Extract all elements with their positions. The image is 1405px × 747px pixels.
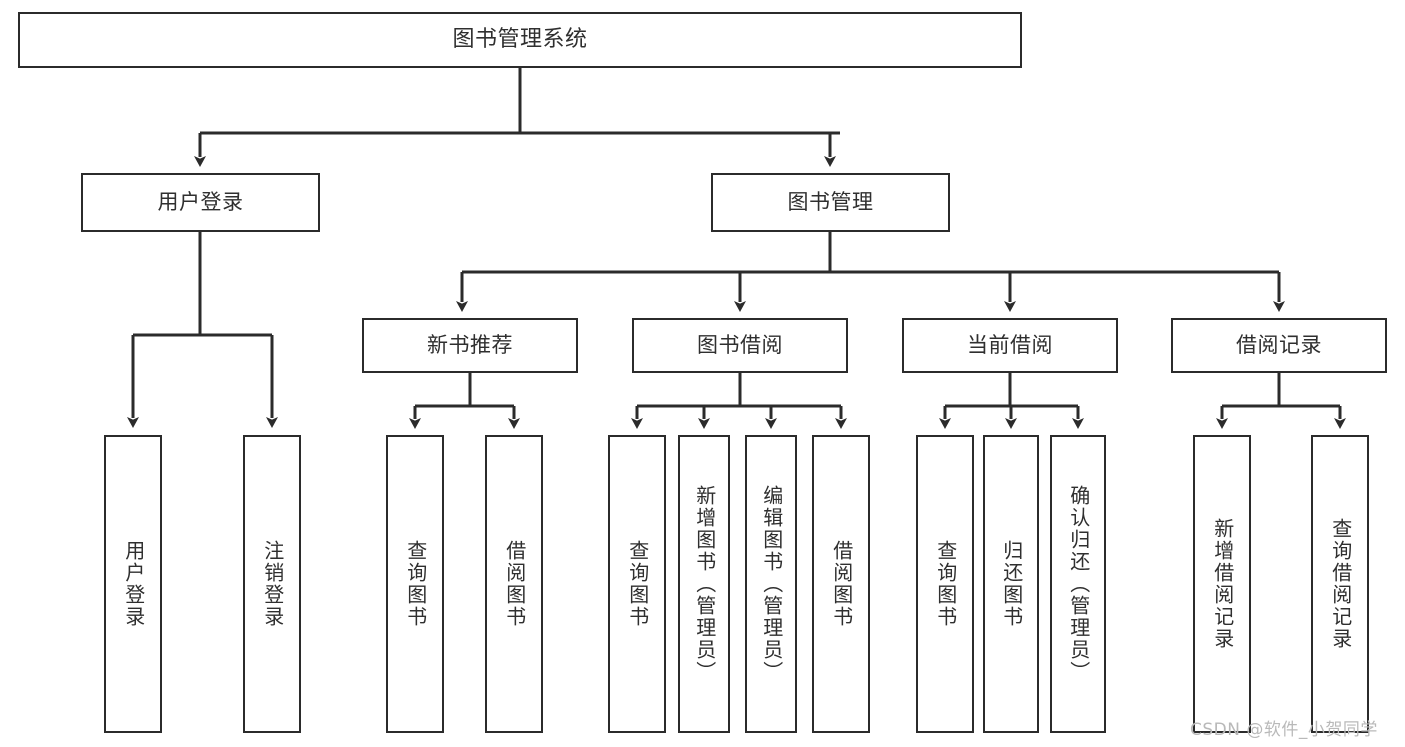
leaf-query-borrow-record[interactable]: 查询借阅记录 [1311,435,1369,733]
leaf-query-book-current[interactable]: 查询图书 [916,435,974,733]
node-label: 用户登录 [121,540,146,628]
node-label: 当前借阅 [967,333,1053,358]
node-label: 图书管理系统 [452,27,588,53]
leaf-confirm-return-admin[interactable]: 确认归还（管理员） [1050,435,1106,733]
node-label: 查询图书 [403,540,428,628]
node-label: 新增图书（管理员） [692,485,717,683]
node-label: 图书借阅 [697,333,783,358]
node-label: 查询图书 [625,540,650,628]
node-label: 用户登录 [157,190,244,215]
node-book-management[interactable]: 图书管理 [711,173,950,232]
node-label: 新书推荐 [427,333,513,358]
leaf-user-login[interactable]: 用户登录 [104,435,162,733]
node-current-borrow[interactable]: 当前借阅 [902,318,1118,373]
node-label: 借阅记录 [1236,333,1322,358]
node-label: 查询借阅记录 [1328,518,1353,650]
node-book-borrow[interactable]: 图书借阅 [632,318,848,373]
node-label: 归还图书 [999,540,1024,628]
leaf-query-book-new[interactable]: 查询图书 [386,435,444,733]
leaf-query-book[interactable]: 查询图书 [608,435,666,733]
leaf-borrow-book-new[interactable]: 借阅图书 [485,435,543,733]
node-user-login[interactable]: 用户登录 [81,173,320,232]
leaf-borrow-book[interactable]: 借阅图书 [812,435,870,733]
node-label: 确认归还（管理员） [1066,485,1091,683]
node-label: 编辑图书（管理员） [759,485,784,683]
node-label: 图书管理 [787,190,874,215]
node-label: 新增借阅记录 [1210,518,1235,650]
leaf-logout[interactable]: 注销登录 [243,435,301,733]
leaf-edit-book-admin[interactable]: 编辑图书（管理员） [745,435,797,733]
node-label: 查询图书 [933,540,958,628]
node-label: 注销登录 [260,540,285,628]
node-label: 借阅图书 [829,540,854,628]
node-label: 借阅图书 [502,540,527,628]
node-new-book-recommend[interactable]: 新书推荐 [362,318,578,373]
node-book-management-system[interactable]: 图书管理系统 [18,12,1022,68]
leaf-add-book-admin[interactable]: 新增图书（管理员） [678,435,730,733]
node-borrow-record[interactable]: 借阅记录 [1171,318,1387,373]
leaf-return-book[interactable]: 归还图书 [983,435,1039,733]
leaf-add-borrow-record[interactable]: 新增借阅记录 [1193,435,1251,733]
watermark-text: CSDN @软件_小贺同学 [1190,720,1378,740]
